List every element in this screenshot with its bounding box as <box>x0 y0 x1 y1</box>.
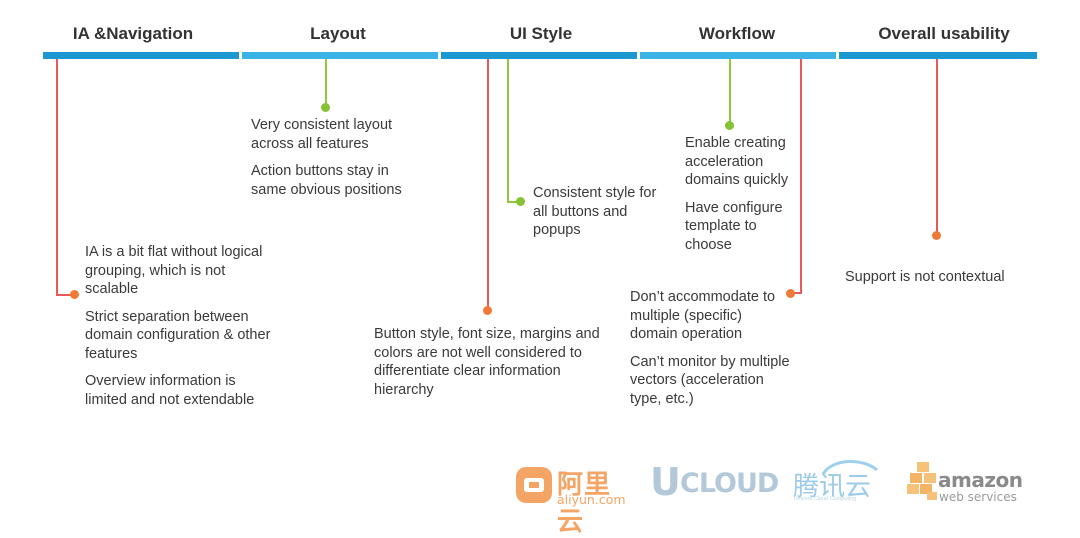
workflow-positive-connector-dot <box>725 121 734 130</box>
usability-note-1: Support is not contextual <box>845 269 1005 285</box>
workflow-positive-connector-vertical <box>729 59 731 122</box>
ui-negative-connector-vertical <box>487 59 489 310</box>
header-bar-overall-usability <box>839 52 1037 59</box>
aliyun-mark-icon <box>516 467 552 503</box>
ia-note-2: Strict separation between domain configu… <box>85 308 271 362</box>
workflow-positive-note-2: Have configure template to choose <box>685 199 783 253</box>
aliyun-logo: 阿里云 aliyun.com <box>515 456 635 537</box>
workflow-negative-connector-vertical <box>800 59 802 294</box>
amazon-main-text: amazon <box>938 468 1023 492</box>
workflow-negative-note-1: Don’t accommodate to multiple (specific)… <box>630 289 776 342</box>
ui-positive-connector-dot <box>516 197 525 206</box>
ucloud-logo: U CLOUD <box>650 456 779 506</box>
ucloud-u-text: U <box>650 460 681 504</box>
ui-positive-note-1: Consistent style for all buttons and pop… <box>533 185 657 238</box>
layout-notes: Very consistent layout across all featur… <box>251 116 426 208</box>
column-title-workflow: Workflow <box>698 24 776 43</box>
ia-connector-dot <box>70 290 79 299</box>
column-title-ui-style: UI Style <box>509 24 573 43</box>
ui-positive-connector-vertical <box>507 59 509 203</box>
amazon-web-services-logo: amazon web services <box>907 456 1023 506</box>
tencent-cloud-swoosh-icon <box>821 459 878 475</box>
workflow-negative-connector-horizontal <box>791 292 802 294</box>
ia-notes: IA is a bit flat without logical groupin… <box>85 243 275 418</box>
ui-negative-note-1: Button style, font size, margins and col… <box>374 326 600 398</box>
header-bar-layout <box>242 52 438 59</box>
ui-positive-connector-horizontal <box>507 201 519 203</box>
layout-connector-vertical <box>325 59 327 104</box>
header-bar-workflow <box>640 52 836 59</box>
header-bar-ia-navigation <box>43 52 239 59</box>
layout-note-1: Very consistent layout across all featur… <box>251 117 393 152</box>
workflow-positive-notes: Enable creating acceleration domains qui… <box>685 134 800 263</box>
ui-negative-notes: Button style, font size, margins and col… <box>374 325 612 408</box>
ui-negative-connector-dot <box>483 306 492 315</box>
layout-note-2: Action buttons stay in same obvious posi… <box>251 163 402 198</box>
workflow-negative-note-2: Can’t monitor by multiple vectors (accel… <box>630 353 790 407</box>
ui-positive-notes: Consistent style for all buttons and pop… <box>533 184 663 249</box>
tencent-sub-text: Tencent Cloud Computing <box>793 496 857 502</box>
usability-notes: Support is not contextual <box>845 268 1035 296</box>
ia-note-1: IA is a bit flat without logical groupin… <box>85 244 263 297</box>
layout-connector-dot <box>321 103 330 112</box>
ia-connector-horizontal <box>56 294 72 296</box>
column-title-overall-usability: Overall usability <box>878 24 1010 43</box>
aws-boxes-icon <box>907 462 937 500</box>
column-title-layout: Layout <box>310 24 366 43</box>
aliyun-en-text: aliyun.com <box>557 492 626 507</box>
ia-note-3: Overview information is limited and not … <box>85 373 255 408</box>
ia-connector-vertical <box>56 59 58 296</box>
column-title-ia-navigation: IA &Navigation <box>72 24 194 43</box>
usability-connector-dot <box>932 231 941 240</box>
amazon-sub-text: web services <box>939 490 1017 504</box>
tencent-cloud-logo: 腾讯云 Tencent Cloud Computing <box>793 456 885 506</box>
tencent-cn-text: 腾讯云 <box>793 472 872 502</box>
usability-connector-vertical <box>936 59 938 233</box>
workflow-negative-notes: Don’t accommodate to multiple (specific)… <box>630 288 790 417</box>
header-bar-ui-style <box>441 52 637 59</box>
workflow-positive-note-1: Enable creating acceleration domains qui… <box>685 135 789 188</box>
workflow-negative-connector-dot <box>786 289 795 298</box>
ucloud-rest-text: CLOUD <box>680 468 779 499</box>
